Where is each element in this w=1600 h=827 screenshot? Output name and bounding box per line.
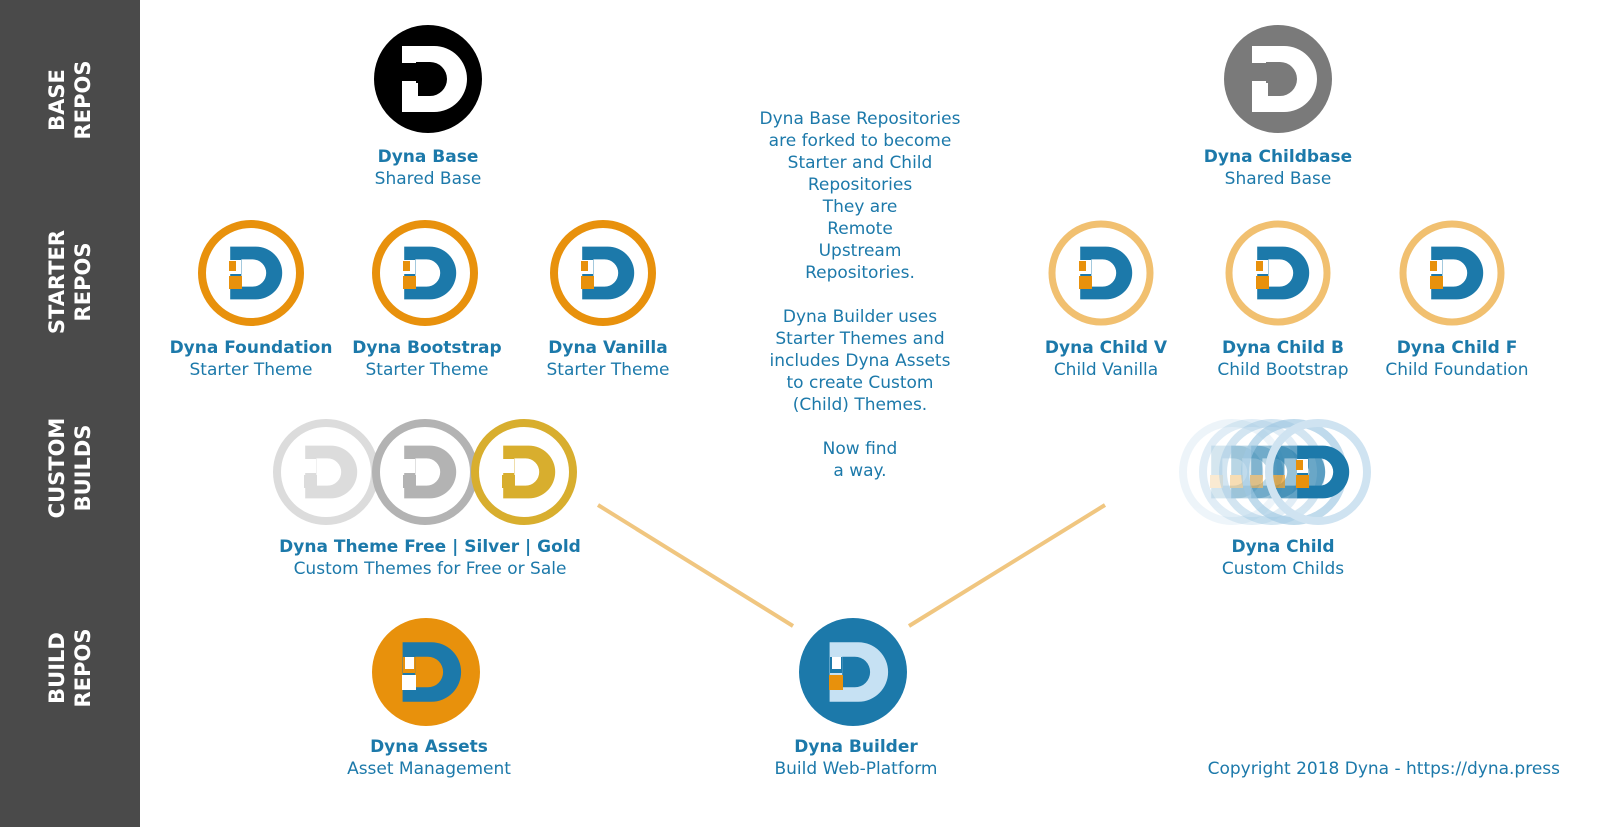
description-line: Repositories	[807, 175, 913, 195]
description-line	[740, 284, 980, 306]
node-title: Dyna Child F	[1396, 338, 1518, 358]
description-line: a way.	[833, 461, 887, 481]
node-subtitle: Starter Theme	[365, 360, 489, 380]
dyna-logo-orange-ring-icon	[550, 220, 656, 326]
description-line: Now find	[822, 439, 898, 459]
connector-line-right	[907, 503, 1107, 628]
description-line: to create Custom	[786, 373, 934, 393]
node-title: Dyna Builder	[794, 737, 918, 757]
dyna-logo-grey-icon	[1224, 25, 1332, 133]
node-title: Dyna Assets	[370, 737, 488, 757]
node-subtitle: Shared Base	[1224, 169, 1332, 189]
sidebar: BASE REPOS STARTER REPOS CUSTOM BUILDS B…	[0, 0, 140, 827]
dyna-logo-blue-filled-icon	[799, 618, 907, 726]
node-subtitle: Child Vanilla	[1053, 360, 1159, 380]
description-line: Upstream	[818, 241, 902, 261]
node-dyna-builder: Dyna Builder Build Web-Platform	[736, 736, 976, 780]
node-subtitle: Child Foundation	[1385, 360, 1529, 380]
description-line: are forked to become	[768, 131, 952, 151]
node-dyna-vanilla: Dyna Vanilla Starter Theme	[488, 337, 728, 381]
description-line: Remote	[827, 219, 893, 239]
node-subtitle: Custom Themes for Free or Sale	[293, 559, 567, 579]
dyna-logo-light-orange-ring-icon	[1048, 220, 1154, 326]
node-dyna-foundation: Dyna Foundation Starter Theme	[131, 337, 371, 381]
connector-line-left	[596, 503, 795, 628]
node-subtitle: Starter Theme	[546, 360, 670, 380]
node-title: Dyna Child V	[1044, 338, 1168, 358]
node-subtitle: Build Web-Platform	[774, 759, 938, 779]
description-line: Repositories.	[805, 263, 915, 283]
node-title: Dyna Child	[1231, 537, 1335, 557]
node-title: Dyna Theme Free | Silver | Gold	[279, 537, 581, 557]
node-title: Dyna Child B	[1222, 338, 1344, 358]
description-line: Dyna Builder uses	[782, 307, 938, 327]
dyna-logo-orange-ring-icon	[372, 220, 478, 326]
node-dyna-assets: Dyna Assets Asset Management	[309, 736, 549, 780]
node-dyna-childbase: Dyna Childbase Shared Base	[1158, 146, 1398, 190]
description-line: includes Dyna Assets	[769, 351, 951, 371]
node-title: Dyna Childbase	[1203, 147, 1353, 167]
node-subtitle: Child Bootstrap	[1217, 360, 1349, 380]
node-title: Dyna Base	[377, 147, 479, 167]
node-subtitle: Asset Management	[347, 759, 511, 779]
node-dyna-child-v: Dyna Child V Child Vanilla	[986, 337, 1226, 381]
dyna-logo-black-icon	[374, 25, 482, 133]
node-dyna-child: Dyna Child Custom Childs	[1163, 536, 1403, 580]
dyna-logo-gold-icon	[471, 419, 577, 525]
dyna-logo-orange-filled-icon	[372, 618, 480, 726]
node-subtitle: Shared Base	[374, 169, 482, 189]
node-title: Dyna Bootstrap	[352, 338, 502, 358]
node-dyna-theme: Dyna Theme Free | Silver | Gold Custom T…	[260, 536, 600, 580]
node-subtitle: Custom Childs	[1221, 559, 1345, 579]
description-line: Starter and Child	[787, 153, 933, 173]
description-line: Dyna Base Repositories	[759, 109, 961, 129]
dyna-logo-light-orange-ring-icon	[1225, 220, 1331, 326]
node-dyna-base: Dyna Base Shared Base	[308, 146, 548, 190]
dyna-logo-light-orange-ring-icon	[1399, 220, 1505, 326]
node-title: Dyna Foundation	[169, 338, 333, 358]
dyna-logo-silver-icon	[372, 419, 478, 525]
node-dyna-child-f: Dyna Child F Child Foundation	[1337, 337, 1577, 381]
node-dyna-child-b: Dyna Child B Child Bootstrap	[1163, 337, 1403, 381]
description-line: (Child) Themes.	[792, 395, 928, 415]
copyright-text: Copyright 2018 Dyna - https://dyna.press	[1207, 759, 1560, 779]
dyna-logo-free-icon	[273, 419, 379, 525]
description-line	[740, 416, 980, 438]
node-title: Dyna Vanilla	[548, 338, 668, 358]
description-line: Starter Themes and	[775, 329, 945, 349]
description-line: They are	[822, 197, 898, 217]
dyna-logo-stacked-blue-icon	[1179, 419, 1371, 525]
description-text: Dyna Base Repositories are forked to bec…	[740, 108, 980, 482]
node-subtitle: Starter Theme	[189, 360, 313, 380]
node-dyna-bootstrap: Dyna Bootstrap Starter Theme	[307, 337, 547, 381]
dyna-logo-orange-ring-icon	[198, 220, 304, 326]
